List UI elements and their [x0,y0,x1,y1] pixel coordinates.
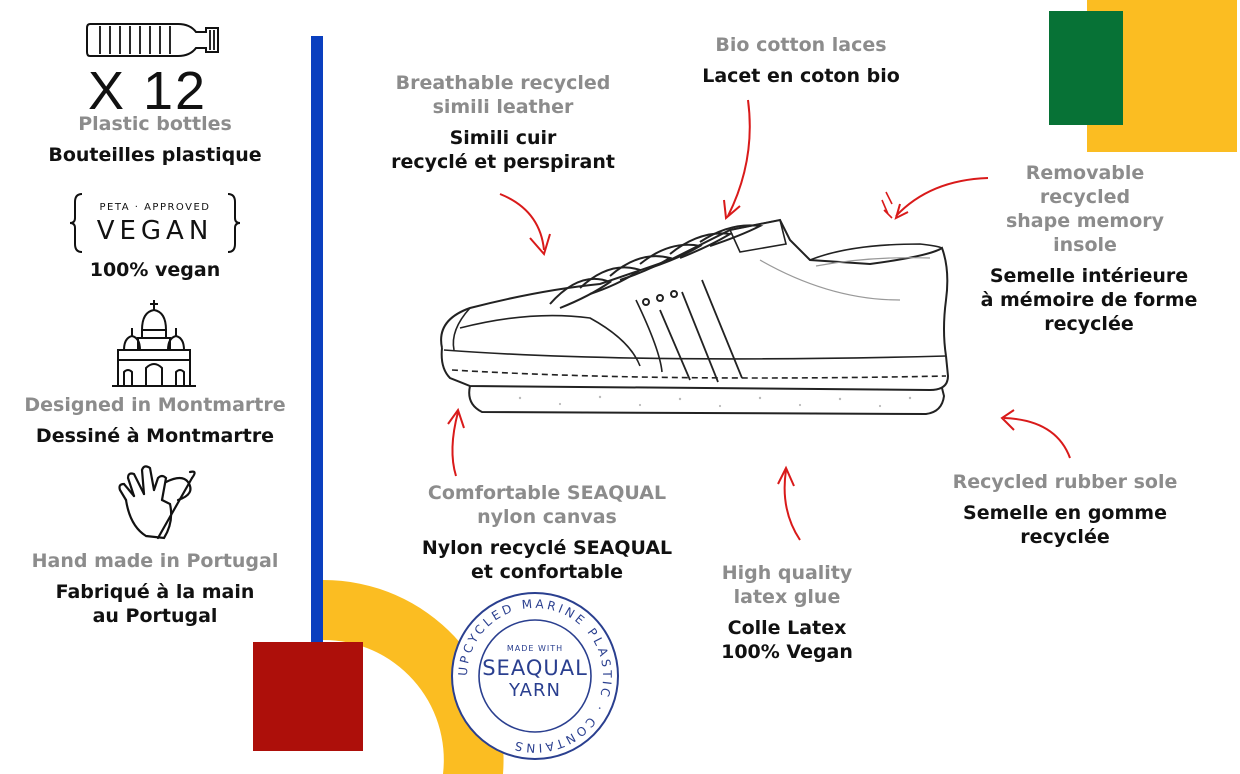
plastic-bottles-fr: Bouteilles plastique [48,144,262,166]
green-square-block [1049,11,1123,125]
glue-fr: Colle Latex 100% Vegan [721,617,853,663]
handmade-en: Hand made in Portugal [31,550,279,572]
plastic-bottle-icon [86,18,224,64]
seaqual-yarn: YARN [509,680,561,701]
vegan-badge-label: VEGAN [96,216,214,246]
laces-en: Bio cotton laces [715,34,887,56]
glue-en: High quality latex glue [721,562,853,608]
seaqual-yarn-badge: UPCYCLED MARINE PLASTIC · CONTAINS MADE … [449,590,621,762]
handmade-fr: Fabriqué à la main au Portugal [55,581,255,627]
red-square-block [253,642,363,751]
canvas-en: Comfortable SEAQUAL nylon canvas [427,482,667,528]
sole-fr: Semelle en gomme recyclée [963,502,1167,548]
plastic-bottles-en: Plastic bottles [78,113,232,135]
sacre-coeur-icon [108,298,200,394]
leather-fr: Simili cuir recyclé et perspirant [391,127,615,173]
insole-fr: Semelle intérieure à mémoire de forme re… [980,265,1198,335]
montmartre-en: Designed in Montmartre [24,394,286,416]
hand-sewing-icon [112,460,200,548]
sole-en: Recycled rubber sole [952,471,1178,493]
seaqual-made-with: MADE WITH [506,644,564,653]
peta-approved-label: PETA · APPROVED [99,202,211,213]
seaqual-brand: SEAQUAL [482,656,588,680]
canvas-fr: Nylon recyclé SEAQUAL et confortable [421,537,673,583]
peta-vegan-badge: PETA · APPROVED VEGAN [69,192,241,254]
montmartre-fr: Dessiné à Montmartre [35,425,275,447]
leather-en: Breathable recycled simili leather [395,72,611,118]
vegan-fr: 100% vegan [89,259,221,281]
blue-divider-bar [311,36,323,648]
bottle-count: X 12 [88,61,208,121]
sneaker-illustration [430,200,960,434]
insole-en: Removable recycled shape memory insole [1005,162,1165,256]
laces-fr: Lacet en coton bio [702,65,900,87]
